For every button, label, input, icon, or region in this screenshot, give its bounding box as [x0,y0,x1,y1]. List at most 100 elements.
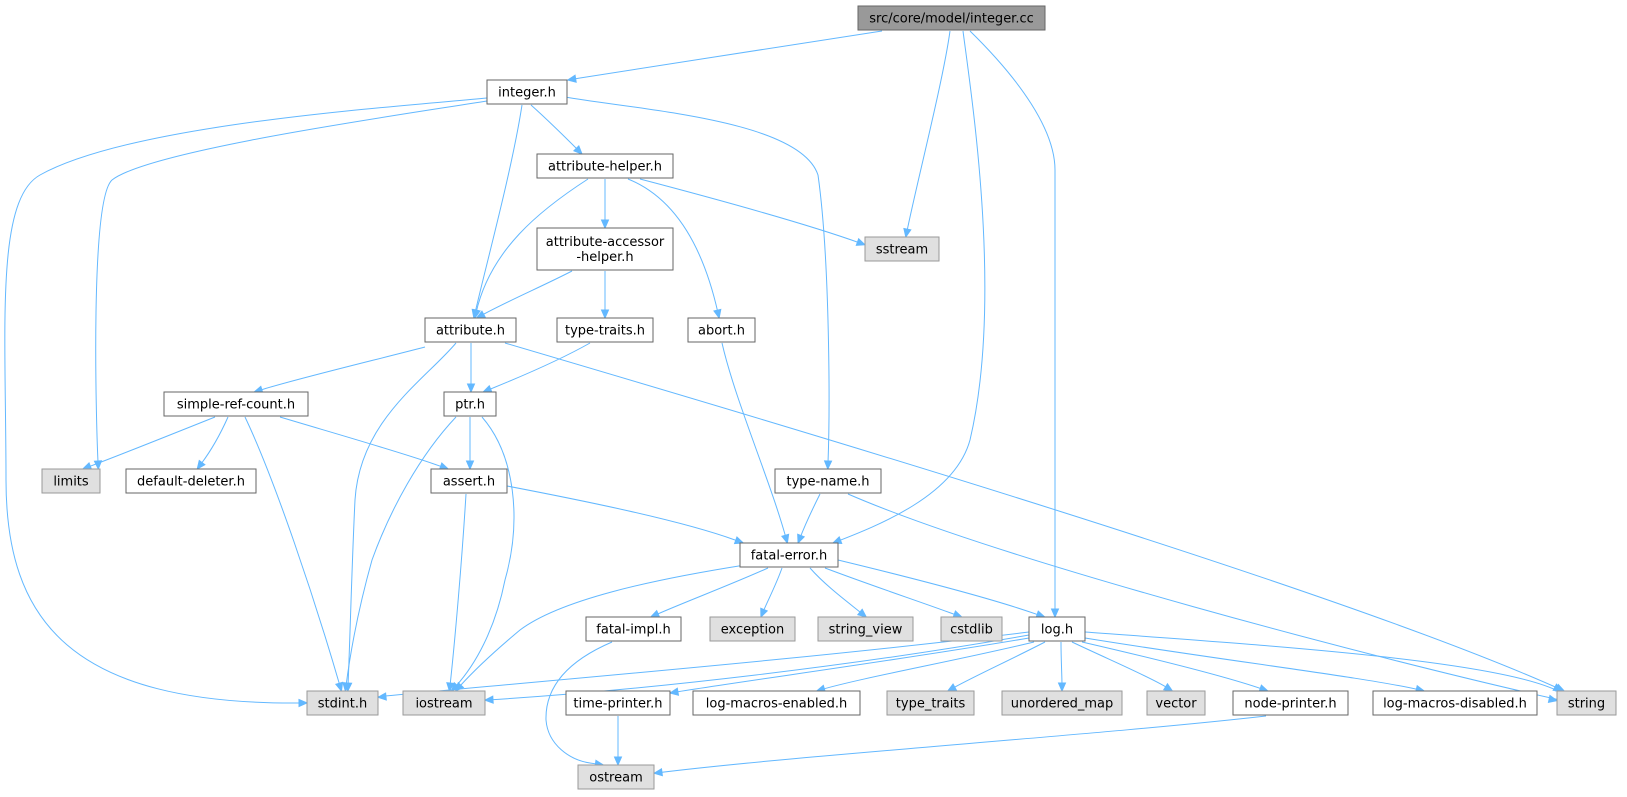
node-label: -helper.h [576,250,633,265]
edge-fatal_error_h-to-string_view [809,567,868,618]
node-box [536,153,674,179]
node-box [536,227,674,271]
edge-line [263,346,426,390]
edge-stub [589,762,596,765]
edge-line [1081,641,1263,690]
edge-integer_h-to-stdint_h [4,97,488,708]
node-box [692,690,861,716]
edge-log_h-to-string [1084,631,1563,693]
edge-line [837,559,1031,613]
edge-line [475,178,589,314]
edge-stub [490,387,494,390]
edge-root-to-sstream [903,30,951,239]
edge-line [847,493,1561,701]
node-root[interactable]: src/core/model/integer.cc [857,5,1046,31]
edge-type_name_h-to-fatal_error_h [797,493,821,545]
node-attribute-h[interactable]: attribute.h [424,317,517,343]
edge-line [4,97,488,704]
node-log-macros-enabled-h[interactable]: log-macros-enabled.h [692,690,861,716]
edge-assert_h-to-fatal_error_h [506,485,745,545]
edge-log_h-to-log_macros_enabled_h [815,641,1035,693]
edge-abort_h-to-fatal_error_h [721,342,790,545]
node-box [1001,690,1123,716]
edge-line [506,485,736,541]
node-exception: exception [709,616,796,642]
node-iostream: iostream [402,690,486,716]
edge-stub [455,684,458,687]
edge-attribute_helper_h-to-abort_h [627,178,722,320]
node-type-traits: type_traits [886,690,975,716]
node-ptr-h[interactable]: ptr.h [443,391,497,417]
node-type-name-h[interactable]: type-name.h [774,468,882,494]
edge-arrowhead [566,74,577,83]
edge-simple_ref_count_h-to-assert_h [279,416,450,471]
edge-attribute_accessor_helper_h-to-type_traits_h [600,271,610,320]
node-box [306,690,379,716]
edge-stub [905,229,908,237]
edge-line [655,715,1267,774]
node-fatal-impl-h[interactable]: fatal-impl.h [585,616,682,642]
node-box [857,5,1046,31]
node-label: cstdlib [950,623,993,638]
edge-simple_ref_count_h-to-limits [81,416,216,470]
edge-line [279,416,435,465]
node-attribute-helper-h[interactable]: attribute-helper.h [536,153,674,179]
nodes-layer: src/core/model/integer.cc integer.h attrib… [41,5,1617,790]
edge-arrowhead [733,536,745,545]
node-label: exception [721,623,785,638]
node-box [1146,690,1206,716]
edge-line [95,416,216,465]
node-label: fatal-impl.h [596,623,670,638]
node-integer-h[interactable]: integer.h [486,79,568,105]
edge-integer_h-to-type_name_h [564,96,833,471]
node-log-h[interactable]: log.h [1028,616,1086,642]
edge-line [762,567,783,613]
node-label: abort.h [698,324,745,339]
edge-log_h-to-time_printer_h [668,637,1030,696]
node-type-traits-h[interactable]: type-traits.h [556,317,654,343]
edge-line [492,342,591,389]
edge-line [627,178,719,314]
edge-line [244,416,341,687]
edge-line [954,641,1046,688]
edge-stub [475,310,478,314]
node-box [125,468,257,494]
node-default-deleter-h[interactable]: default-deleter.h [125,468,257,494]
edge-stub [857,241,861,244]
node-box [585,616,682,642]
node-box [486,79,568,105]
node-time-printer-h[interactable]: time-printer.h [565,690,671,716]
edge-arrowhead [797,533,806,545]
edge-ptr_h-to-iostream [450,416,515,692]
node-simple-ref-count-h[interactable]: simple-ref-count.h [163,391,309,417]
edge-attribute_helper_h-to-sstream [639,178,867,246]
edge-line [819,641,1035,691]
node-attribute-accessor-helper-h[interactable]: attribute-accessor-helper.h [536,227,674,271]
node-box [402,690,486,716]
edge-stub [784,535,787,539]
edge-stub [338,683,341,687]
node-label: default-deleter.h [137,475,245,490]
node-label: iostream [415,697,472,712]
node-label: string_view [829,623,903,638]
edge-stub [200,462,203,465]
node-fatal-error-h[interactable]: fatal-error.h [739,542,839,568]
node-log-macros-disabled-h[interactable]: log-macros-disabled.h [1372,690,1538,716]
edge-line [905,30,951,237]
edge-arrowhead [856,608,868,618]
node-string-view: string_view [817,616,914,642]
node-label: assert.h [443,475,495,490]
edge-line [1084,637,1421,691]
edge-line [809,567,861,613]
edge-line [824,567,949,613]
edge-line [564,96,830,464]
node-box [443,391,497,417]
node-abort-h[interactable]: abort.h [687,317,756,343]
edge-stub [1416,688,1421,691]
edge-line [1071,641,1167,688]
node-assert-h[interactable]: assert.h [430,468,508,494]
edge-fatal_error_h-to-exception [760,567,783,619]
node-node-printer-h[interactable]: node-printer.h [1232,690,1349,716]
node-label: node-printer.h [1244,697,1336,712]
node-box [886,690,975,716]
